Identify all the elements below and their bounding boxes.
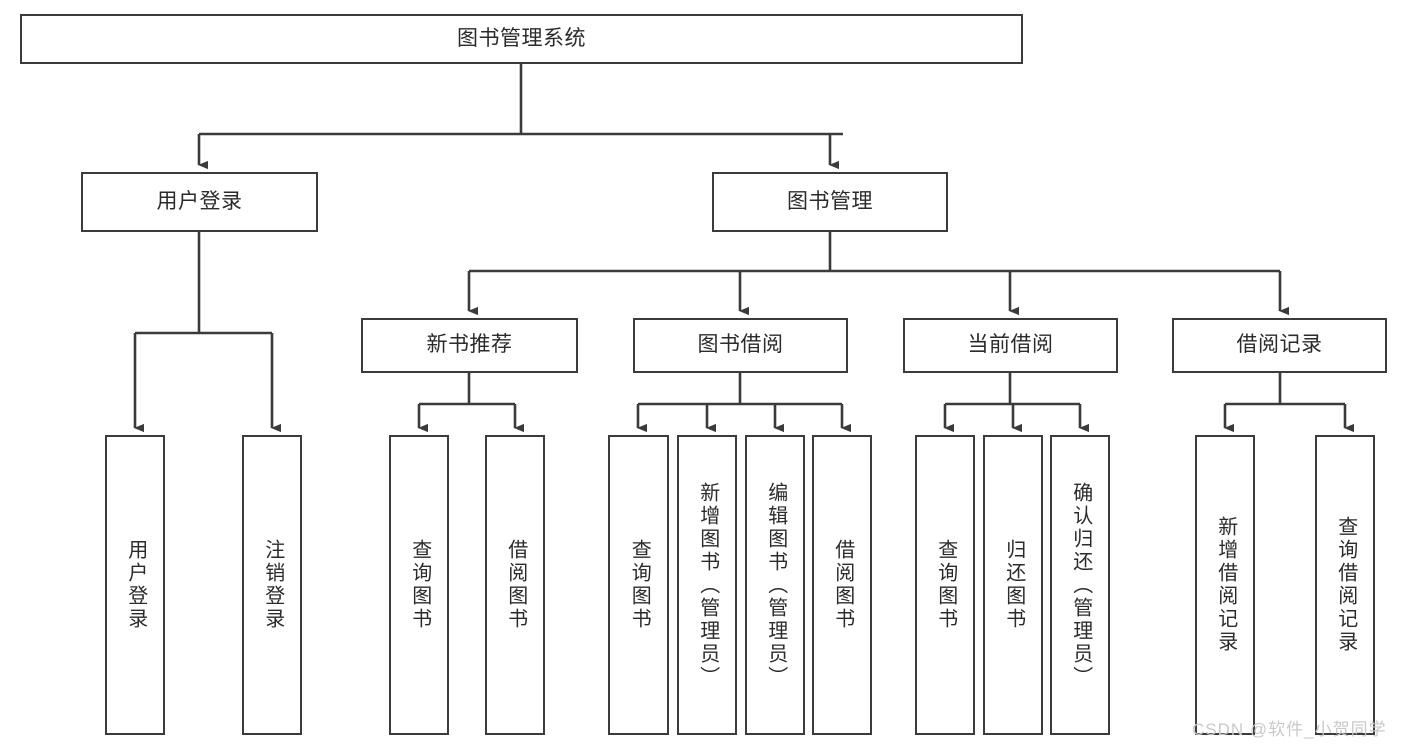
node-borrow-record[interactable]: 借阅记录 <box>1172 318 1387 373</box>
leaf-return-book[interactable]: 归还图书 <box>983 435 1043 735</box>
leaf-query-borrow-record[interactable]: 查询借阅记录 <box>1315 435 1375 735</box>
leaf-confirm-return[interactable]: 确认归还（管理员） <box>1050 435 1110 735</box>
node-current-borrow-label: 当前借阅 <box>967 333 1054 357</box>
leaf-query-book-3[interactable]: 查询图书 <box>915 435 975 735</box>
leaf-confirm-return-label: 确认归还（管理员） <box>1069 481 1092 689</box>
node-book-mgmt-label: 图书管理 <box>787 189 873 213</box>
leaf-borrow-book-2-label: 借阅图书 <box>831 539 854 631</box>
leaf-edit-book[interactable]: 编辑图书（管理员） <box>745 435 805 735</box>
leaf-query-book-2-label: 查询图书 <box>628 539 651 631</box>
node-current-borrow[interactable]: 当前借阅 <box>903 318 1118 373</box>
leaf-add-book-label: 新增图书（管理员） <box>696 481 719 689</box>
leaf-borrow-book-2[interactable]: 借阅图书 <box>812 435 872 735</box>
leaf-query-book-1[interactable]: 查询图书 <box>389 435 449 735</box>
leaf-return-book-label: 归还图书 <box>1002 539 1025 631</box>
node-book-borrow-label: 图书借阅 <box>697 333 784 357</box>
leaf-query-borrow-record-label: 查询借阅记录 <box>1334 516 1357 654</box>
leaf-add-book[interactable]: 新增图书（管理员） <box>677 435 737 735</box>
csdn-watermark: CSDN @软件_小贺同学 <box>1192 720 1387 739</box>
leaf-user-login-label: 用户登录 <box>124 539 147 631</box>
leaf-add-borrow-record[interactable]: 新增借阅记录 <box>1195 435 1255 735</box>
leaf-logout[interactable]: 注销登录 <box>242 435 302 735</box>
leaf-user-login[interactable]: 用户登录 <box>105 435 165 735</box>
node-user-login[interactable]: 用户登录 <box>81 172 318 232</box>
node-new-book-recommend-label: 新书推荐 <box>426 333 513 357</box>
leaf-borrow-book-1-label: 借阅图书 <box>504 539 527 631</box>
node-user-login-label: 用户登录 <box>156 189 243 213</box>
node-borrow-record-label: 借阅记录 <box>1236 333 1323 357</box>
node-root-label: 图书管理系统 <box>457 26 586 50</box>
leaf-query-book-2[interactable]: 查询图书 <box>608 435 669 735</box>
leaf-add-borrow-record-label: 新增借阅记录 <box>1214 516 1237 654</box>
leaf-logout-label: 注销登录 <box>261 539 284 631</box>
node-new-book-recommend[interactable]: 新书推荐 <box>361 318 578 373</box>
leaf-edit-book-label: 编辑图书（管理员） <box>764 481 787 689</box>
leaf-query-book-1-label: 查询图书 <box>408 539 431 631</box>
node-book-borrow[interactable]: 图书借阅 <box>633 318 848 373</box>
leaf-borrow-book-1[interactable]: 借阅图书 <box>485 435 545 735</box>
node-book-mgmt[interactable]: 图书管理 <box>712 172 948 232</box>
leaf-query-book-3-label: 查询图书 <box>934 539 957 631</box>
node-root[interactable]: 图书管理系统 <box>20 14 1023 64</box>
